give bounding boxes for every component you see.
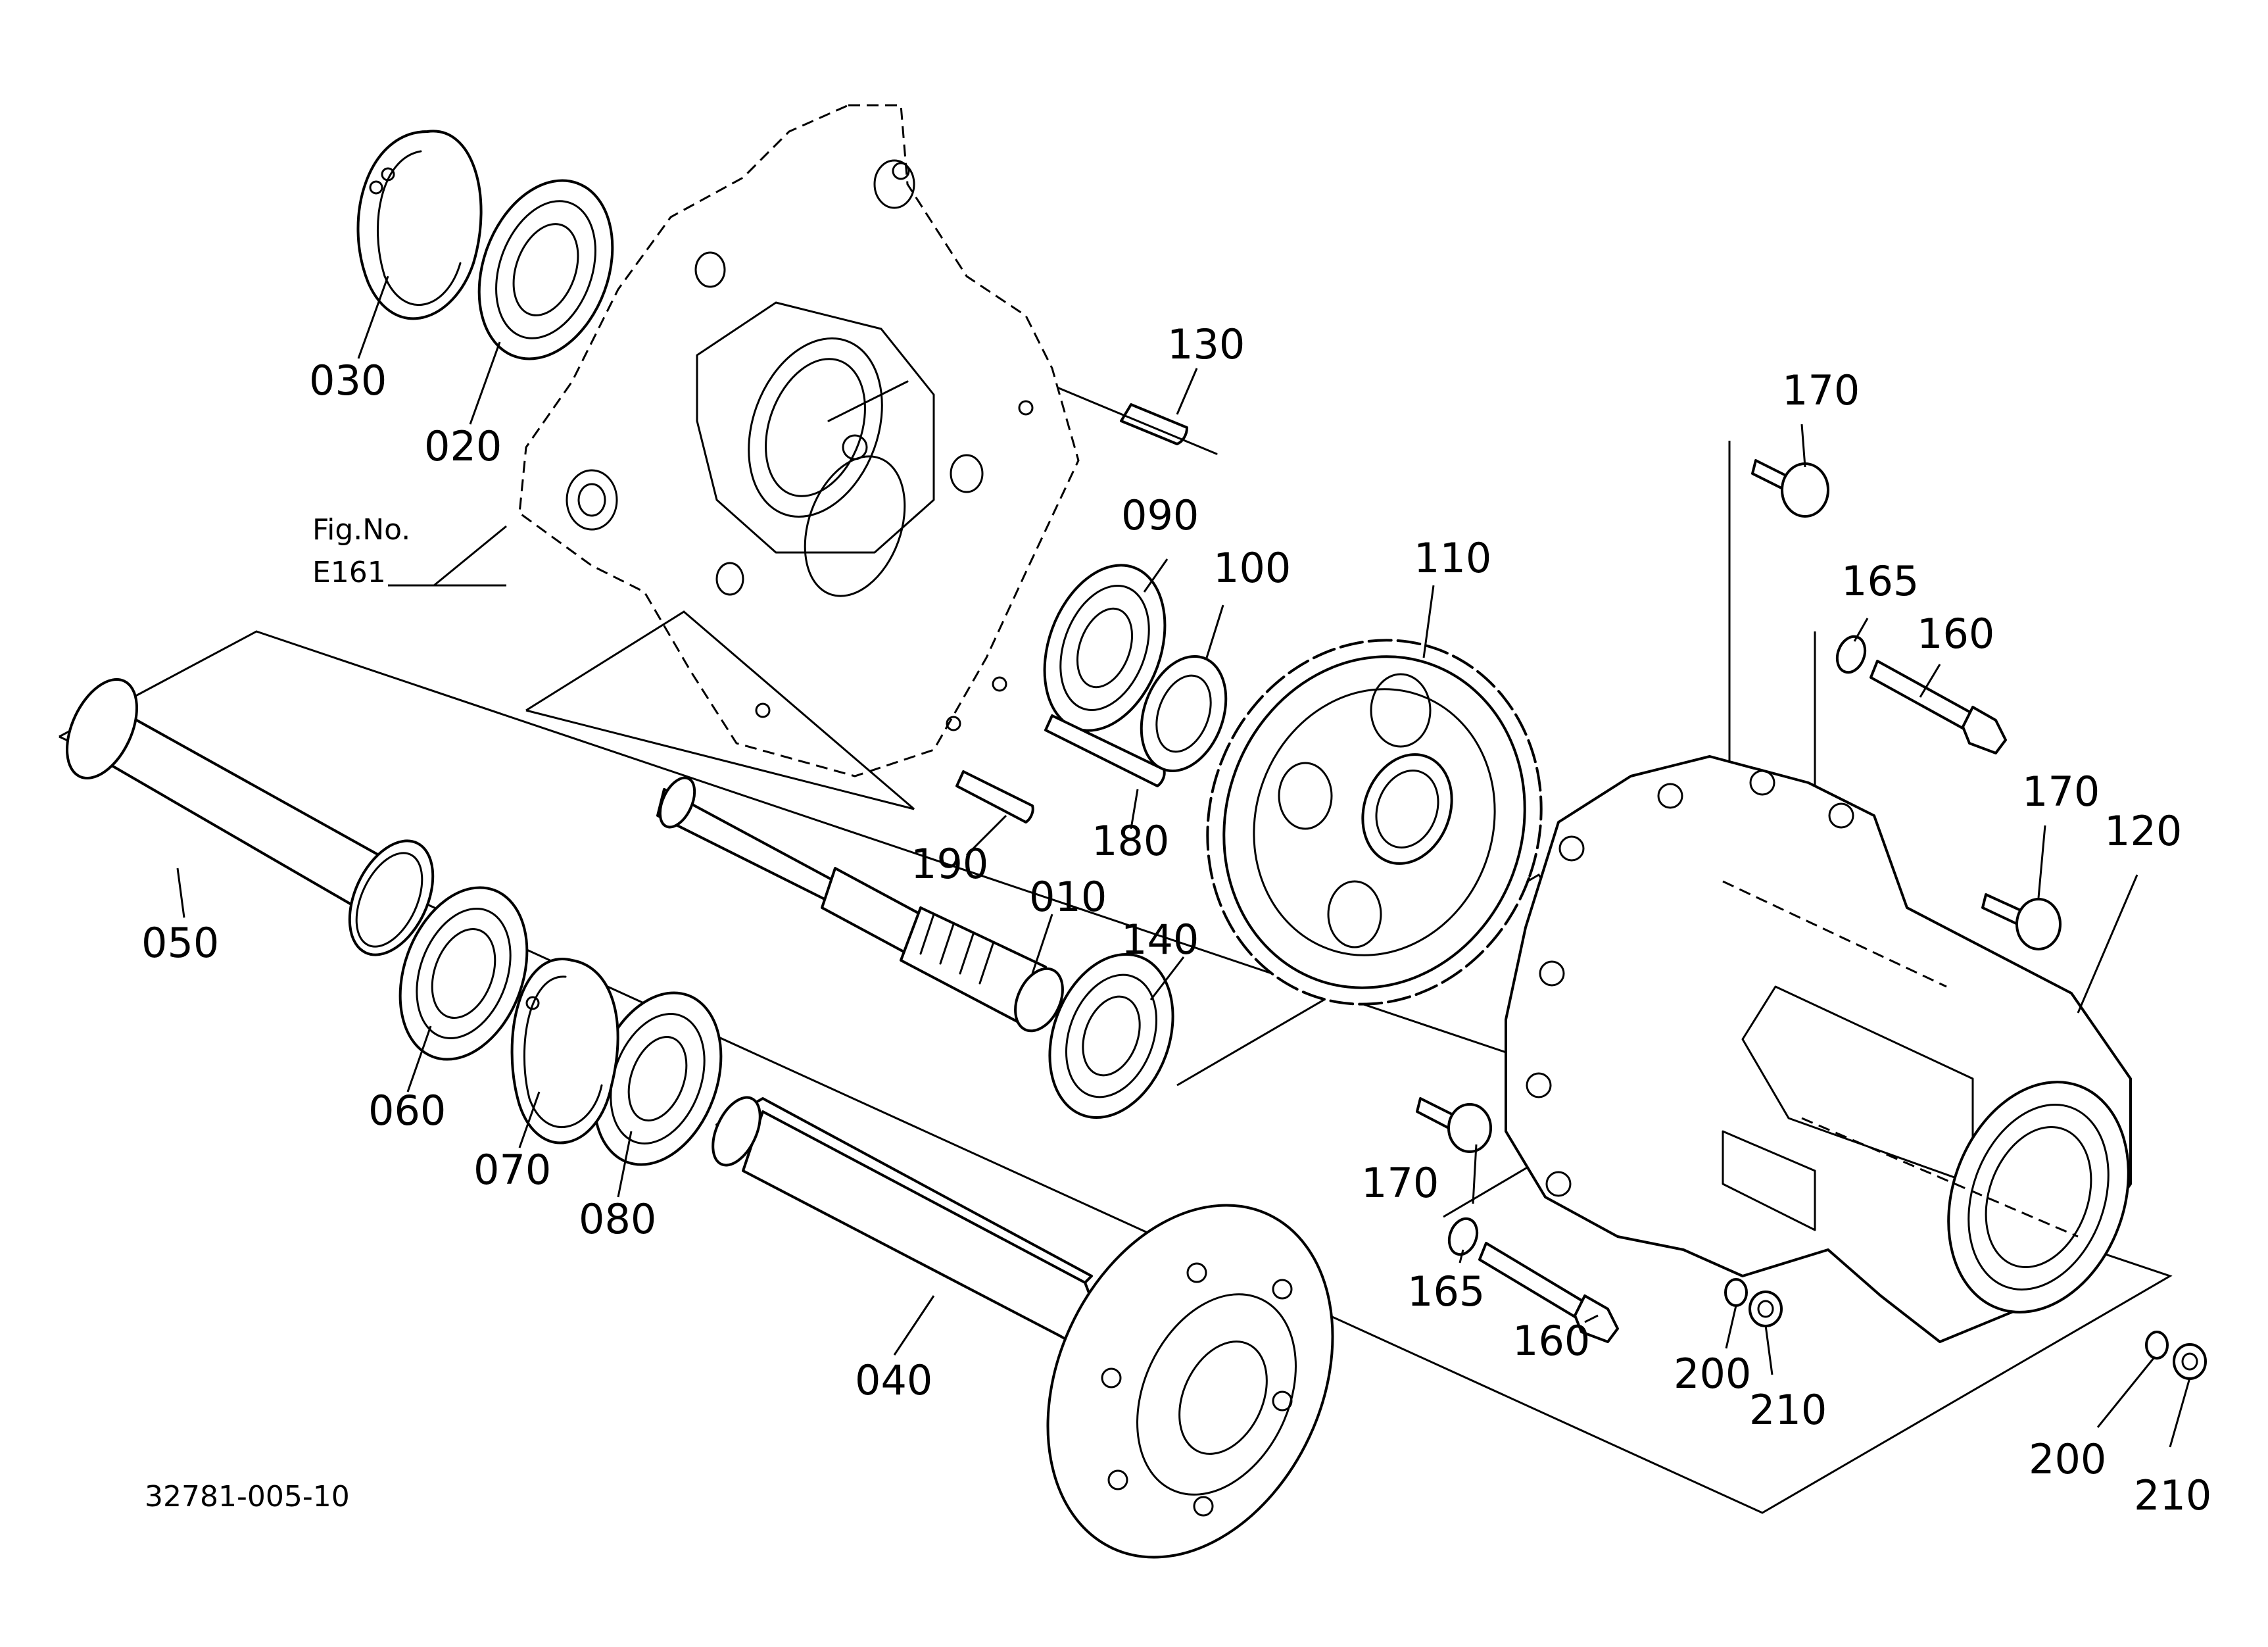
- seal-100: [1140, 654, 1228, 773]
- housing-120: [1505, 755, 2132, 1343]
- washer-200-lower-left: [1724, 1278, 1748, 1307]
- label-170-top: 170: [1782, 366, 1860, 414]
- washer-165-upper: [1835, 635, 1867, 674]
- callout-labels: 030 020 050 060 070 080 040 010 140 090 …: [141, 320, 2211, 1519]
- snap-ring-030: [356, 130, 483, 320]
- stud-190: [955, 770, 1034, 823]
- label-070: 070: [473, 1146, 551, 1194]
- label-200-lower-left: 200: [1674, 1350, 1751, 1398]
- label-200-right: 200: [2029, 1435, 2106, 1483]
- drawing-number: 32781-005-10: [145, 1480, 350, 1513]
- bolt-160-lower: [1478, 1242, 1619, 1343]
- nut-210-right: [2173, 1343, 2207, 1380]
- label-140: 140: [1121, 916, 1199, 964]
- stud-180: [1044, 714, 1166, 787]
- label-010: 010: [1029, 873, 1107, 921]
- label-090: 090: [1121, 491, 1199, 539]
- label-170-left: 170: [1361, 1159, 1439, 1207]
- bearing-140: [1048, 953, 1174, 1119]
- gear-110: [1206, 639, 1543, 1006]
- bolt-170-right: [1981, 893, 2062, 950]
- label-160-upper: 160: [1917, 610, 1994, 658]
- pinion-shaft-010: [656, 776, 1064, 1033]
- label-060: 060: [368, 1087, 446, 1135]
- bearing-020: [477, 179, 614, 360]
- label-210-right: 210: [2134, 1471, 2211, 1519]
- label-110: 110: [1414, 534, 1491, 582]
- label-120: 120: [2104, 807, 2182, 855]
- snap-ring-070: [510, 958, 619, 1144]
- label-165-upper: 165: [1841, 557, 1919, 605]
- pin-130: [1057, 387, 1218, 455]
- label-210-lower-left: 210: [1749, 1386, 1827, 1434]
- figure-reference: Fig.No. E161: [312, 513, 410, 589]
- label-180: 180: [1092, 817, 1169, 865]
- output-shaft-040: [712, 1096, 1334, 1559]
- nut-210-lower-left: [1749, 1291, 1783, 1327]
- label-080: 080: [579, 1195, 656, 1243]
- label-100: 100: [1213, 544, 1291, 592]
- label-170-right: 170: [2022, 768, 2100, 816]
- label-050: 050: [141, 919, 219, 967]
- bearing-060: [398, 886, 529, 1061]
- label-020: 020: [424, 422, 502, 470]
- washer-165-lower: [1447, 1217, 1479, 1256]
- label-030: 030: [309, 356, 387, 405]
- label-160-lower: 160: [1512, 1317, 1590, 1365]
- bolt-170-top: [1751, 459, 1829, 518]
- label-130: 130: [1167, 320, 1245, 368]
- label-165-lower: 165: [1407, 1267, 1485, 1315]
- bolt-160-upper: [1870, 660, 2007, 754]
- fig-ref-line1: Fig.No.: [312, 513, 410, 547]
- bolt-170-left: [1416, 1097, 1492, 1153]
- callout-leaders: [176, 276, 2191, 1448]
- transmission-case-E161: [518, 104, 1080, 777]
- washer-200-right: [2145, 1331, 2169, 1360]
- sleeve-050: [66, 678, 435, 956]
- label-040: 040: [855, 1356, 932, 1404]
- label-190: 190: [911, 840, 988, 888]
- fig-ref-line2: E161: [312, 556, 386, 589]
